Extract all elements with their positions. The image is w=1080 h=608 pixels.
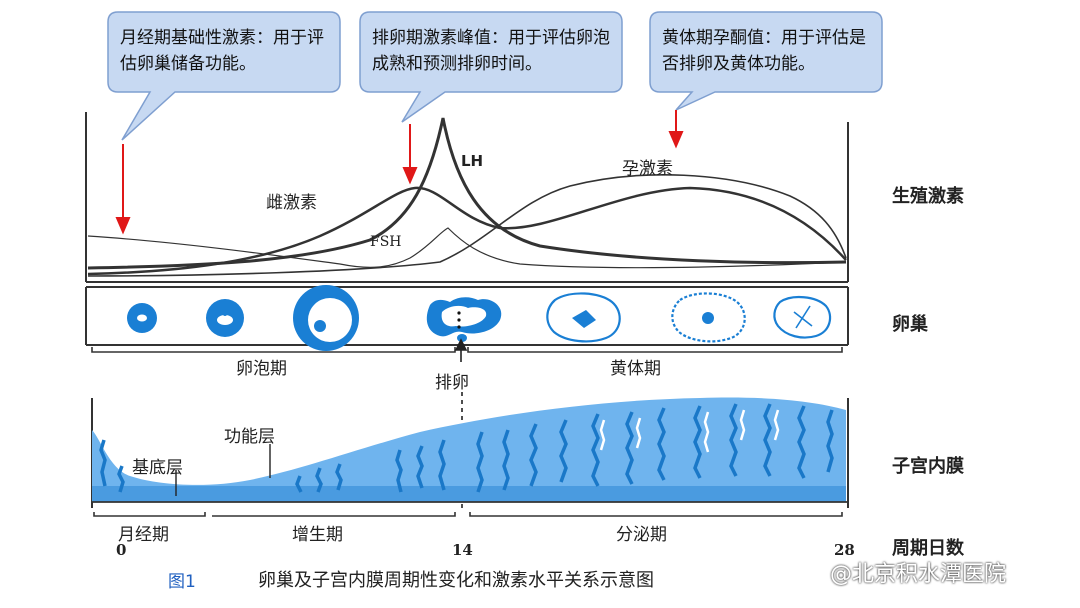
- endometrial-highlights: [599, 409, 780, 453]
- ovulation-label: 排卵: [435, 373, 469, 393]
- functional-layer-label: 功能层: [224, 427, 275, 447]
- fsh-label: FSH: [370, 234, 402, 250]
- corpus-albicans: [773, 296, 832, 339]
- callout-peak-text: 排卵期激素峰值：用于评估卵泡成熟和预测排卵时间。: [372, 28, 610, 74]
- basal-layer-label: 基底层: [132, 458, 183, 478]
- estrogen-curve: [87, 186, 847, 276]
- arrow-luteal: [668, 110, 684, 149]
- figure-caption: 卵巢及子宫内膜周期性变化和激素水平关系示意图: [258, 570, 654, 591]
- follicle-3: [293, 285, 359, 351]
- corpus-luteum-1: [546, 292, 621, 343]
- day-tick-28: 28: [834, 541, 855, 559]
- luteal-phase-label: 黄体期: [610, 359, 661, 379]
- progesterone-label: 孕激素: [622, 159, 673, 179]
- follicle-2: [206, 299, 244, 337]
- progesterone-curve: [87, 174, 847, 277]
- callout-luteal-bubble: [649, 11, 883, 111]
- endometrial-glands: [99, 403, 834, 493]
- lh-label: LH: [461, 152, 484, 170]
- day-tick-14: 14: [452, 541, 473, 559]
- hormone-panel: [85, 112, 849, 283]
- row-label-hormones: 生殖激素: [892, 186, 964, 207]
- day-tick-0: 0: [116, 541, 127, 559]
- arrow-basal: [115, 144, 131, 235]
- row-label-endometrium: 子宫内膜: [892, 456, 964, 477]
- callout-basal-bubble: [107, 11, 341, 141]
- ovary-band: [85, 286, 849, 346]
- estrogen-label: 雌激素: [266, 193, 317, 213]
- fsh-curve: [87, 227, 847, 269]
- phase-bracket: [91, 347, 843, 353]
- menstrual-phase-label: 月经期: [118, 525, 169, 545]
- secretory-phase-label: 分泌期: [616, 525, 667, 545]
- callout-peak-bubble: [359, 11, 623, 123]
- follicular-phase-label: 卵泡期: [236, 359, 287, 379]
- figure-number: 图1: [168, 572, 196, 592]
- endometrium-panel: [91, 397, 849, 508]
- corpus-luteum-2: [671, 292, 746, 343]
- callout-luteal-text: 黄体期孕酮值：用于评估是否排卵及黄体功能。: [662, 28, 866, 74]
- ovulating-follicle: [426, 297, 502, 342]
- row-label-days: 周期日数: [892, 538, 964, 559]
- cycle-bracket: [93, 512, 843, 517]
- follicle-1: [127, 303, 157, 333]
- callout-basal-text: 月经期基础性激素：用于评估卵巢储备功能。: [120, 28, 324, 74]
- arrow-peak: [402, 124, 418, 185]
- watermark: @北京积水潭医院: [830, 562, 1007, 587]
- ovulation-arrow: [454, 338, 468, 362]
- lh-curve: [87, 117, 847, 270]
- proliferative-phase-label: 增生期: [292, 525, 343, 545]
- row-label-ovary: 卵巢: [892, 314, 928, 335]
